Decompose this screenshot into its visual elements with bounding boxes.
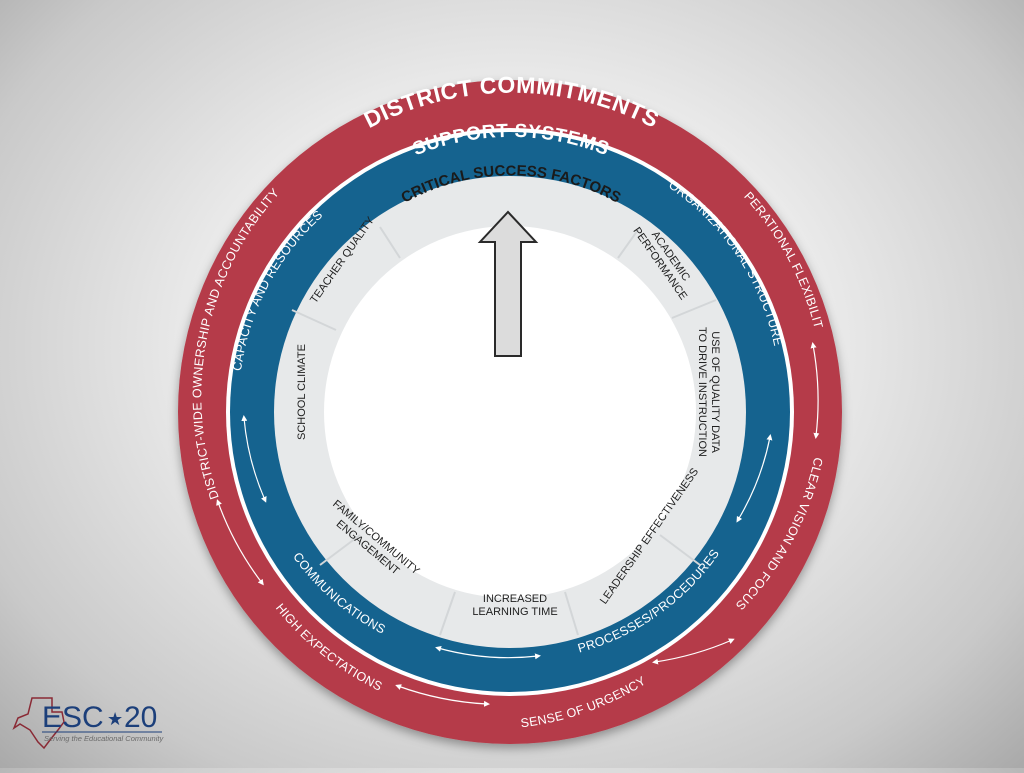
factor-school-climate: SCHOOL CLIMATE bbox=[296, 344, 308, 440]
double-arrow-icon bbox=[216, 499, 264, 586]
factor-quality-data: USE OF QUALITY DATA TO DRIVE INSTRUCTION bbox=[696, 327, 721, 457]
svg-text:TO DRIVE INSTRUCTION: TO DRIVE INSTRUCTION bbox=[696, 327, 708, 457]
double-arrow-icon bbox=[810, 342, 820, 439]
esc20-logo: ESC ★ 20 Serving the Educational Communi… bbox=[12, 697, 164, 750]
svg-text:LEARNING TIME: LEARNING TIME bbox=[472, 606, 557, 618]
outer-ring-arrows bbox=[216, 342, 820, 707]
up-arrow-icon bbox=[477, 210, 539, 357]
texas-outline-icon bbox=[12, 697, 65, 750]
logo-number: 20 bbox=[124, 701, 157, 734]
double-arrow-icon bbox=[652, 638, 735, 665]
center-circle bbox=[324, 226, 696, 598]
factor-learning-time: INCREASED LEARNING TIME bbox=[472, 593, 557, 618]
logo-tagline: Serving the Educational Community bbox=[44, 734, 164, 743]
double-arrow-icon bbox=[435, 645, 541, 660]
double-arrow-icon bbox=[736, 434, 773, 523]
svg-text:USE OF QUALITY DATA: USE OF QUALITY DATA bbox=[709, 331, 721, 453]
svg-text:INCREASED: INCREASED bbox=[483, 593, 547, 605]
double-arrow-icon bbox=[395, 684, 490, 707]
star-icon: ★ bbox=[107, 709, 123, 729]
factor-dividers bbox=[291, 226, 717, 636]
double-arrow-icon bbox=[241, 415, 267, 503]
middle-ring-arrows bbox=[241, 415, 773, 660]
logo-name: ESC bbox=[42, 701, 104, 734]
